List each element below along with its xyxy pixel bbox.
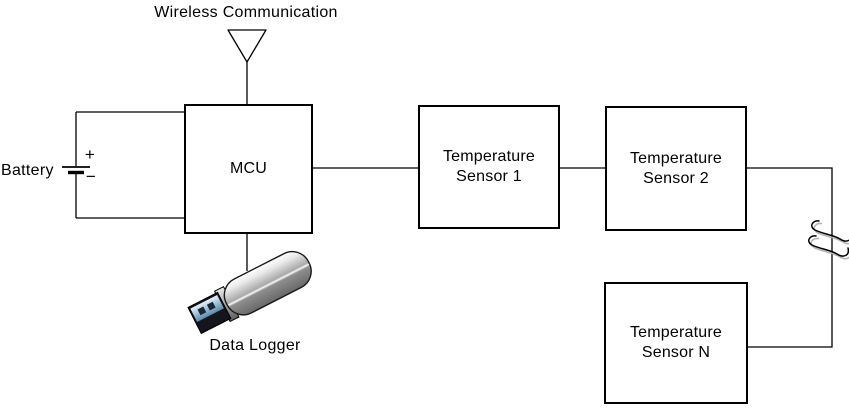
- block-mcu-label: MCU: [229, 160, 268, 177]
- antenna-icon: [227, 29, 267, 63]
- block-sensor1-line1: Temperature: [442, 148, 536, 165]
- usb-plug-hole-1: [197, 306, 207, 316]
- block-sensorN-line2: Sensor N: [641, 344, 711, 361]
- wire-break-shadow: [810, 222, 849, 260]
- battery-symbol: [62, 166, 90, 175]
- wireless-communication-label: Wireless Communication: [154, 4, 338, 21]
- battery-plus-sign: +: [84, 145, 96, 164]
- block-sensor2-line2: Sensor 2: [643, 169, 709, 187]
- usb-body: [223, 250, 312, 316]
- battery-minus-sign: −: [85, 167, 97, 186]
- block-temperature-sensor-2: Temperature Sensor 2: [605, 106, 747, 231]
- block-sensorN-line1: Temperature: [629, 324, 723, 341]
- block-mcu: MCU: [184, 104, 313, 234]
- block-temperature-sensor-1: Temperature Sensor 1: [418, 105, 560, 229]
- usb-drive-icon: [187, 250, 312, 335]
- block-sensor1-line2: Sensor 1: [456, 168, 522, 185]
- wire-sensor2-to-sensorN: [747, 167, 833, 348]
- data-logger-label: Data Logger: [209, 337, 301, 354]
- battery-label: Battery: [1, 162, 54, 179]
- usb-plug-hole-2: [206, 301, 216, 311]
- block-sensor2-line1: Temperature: [629, 149, 723, 167]
- usb-plug-face: [190, 294, 224, 322]
- block-temperature-sensor-n: Temperature Sensor N: [604, 282, 748, 404]
